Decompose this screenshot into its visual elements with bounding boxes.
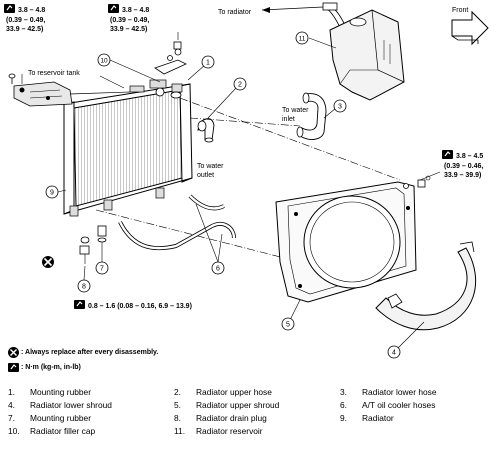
svg-text:3: 3 xyxy=(338,104,342,111)
list-item: 5.Radiator upper shroud xyxy=(174,400,280,410)
callout-1: 1 xyxy=(201,55,215,69)
torque-spec-left: 3.8 – 4.8 (0.39 – 0.49, 33.9 – 42.5) xyxy=(4,4,45,33)
radiator xyxy=(63,79,193,217)
list-item: 8.Radiator drain plug xyxy=(174,413,267,423)
list-item: 1.Mounting rubber xyxy=(8,387,91,397)
label-front: Front xyxy=(452,7,468,14)
torque-spec-bottom: 0.8 – 1.6 (0.08 – 0.16, 6.9 – 13.9) xyxy=(74,300,192,310)
list-item: 3.Radiator lower hose xyxy=(340,387,437,397)
label-to-water-outlet-2: outlet xyxy=(197,172,214,179)
label-to-water-inlet-1: To water xyxy=(282,107,309,114)
label-to-reservoir-tank: To reservoir tank xyxy=(28,70,80,77)
svg-text:3.8 – 4.5: 3.8 – 4.5 xyxy=(456,153,483,160)
at-oil-cooler-hoses xyxy=(118,194,236,251)
list-item: 9.Radiator xyxy=(340,413,394,423)
radiator-upper-shroud xyxy=(275,181,417,303)
svg-text:11: 11 xyxy=(299,36,306,43)
svg-text:(0.39 – 0.49,: (0.39 – 0.49, xyxy=(110,17,149,24)
svg-text:4: 4 xyxy=(392,350,396,357)
list-item: 2.Radiator upper hose xyxy=(174,387,272,397)
svg-text:3.8 – 4.8: 3.8 – 4.8 xyxy=(18,7,45,14)
svg-text:9: 9 xyxy=(50,190,54,197)
callout-2: 2 xyxy=(233,77,247,91)
label-to-radiator: To radiator xyxy=(218,9,252,16)
radiator-upper-hose xyxy=(197,118,215,143)
mounting-rubber-lower xyxy=(97,225,107,243)
legend-torque-text: : N·m (kg-m, in-lb) xyxy=(21,364,81,371)
callout-11: 11 xyxy=(295,31,309,45)
callout-3: 3 xyxy=(333,99,347,113)
svg-text:8: 8 xyxy=(82,284,86,291)
parts-list: 1.Mounting rubber 2.Radiator upper hose … xyxy=(8,387,498,436)
svg-text:2: 2 xyxy=(238,82,242,89)
torque-spec-center: 3.8 – 4.8 (0.39 – 0.49, 33.9 – 42.5) xyxy=(108,4,149,33)
callout-4: 4 xyxy=(387,345,401,359)
list-item: 10.Radiator filler cap xyxy=(8,426,96,436)
radiator-reservoir xyxy=(261,2,405,101)
list-item: 7.Mounting rubber xyxy=(8,413,91,423)
list-item: 4.Radiator lower shroud xyxy=(8,400,112,410)
svg-text:0.8 – 1.6 (0.08 – 0.16, 6.9 –: 0.8 – 1.6 (0.08 – 0.16, 6.9 – 13.9) xyxy=(88,303,192,310)
svg-text:33.9 – 42.5): 33.9 – 42.5) xyxy=(6,26,43,33)
svg-text:10: 10 xyxy=(100,58,108,65)
svg-text:33.9 – 39.9): 33.9 – 39.9) xyxy=(444,172,481,179)
torque-wrench-icon xyxy=(8,363,19,372)
shroud-bolt xyxy=(417,175,431,188)
svg-text:33.9 – 42.5): 33.9 – 42.5) xyxy=(110,26,147,33)
label-to-water-outlet-1: To water xyxy=(197,163,224,170)
list-item: 11.Radiator reservoir xyxy=(174,426,263,436)
legend-replace: : Always replace after every disassembly… xyxy=(8,347,158,358)
radiator-lower-hose xyxy=(296,92,327,140)
svg-text:7: 7 xyxy=(100,266,104,273)
torque-spec-right: 3.8 – 4.5 (0.39 – 0.46, 33.9 – 39.9) xyxy=(442,150,483,179)
svg-text:(0.39 – 0.49,: (0.39 – 0.49, xyxy=(6,17,45,24)
legend-torque: : N·m (kg-m, in-lb) xyxy=(8,362,81,373)
svg-text:5: 5 xyxy=(286,322,290,329)
radiator-drain-plug xyxy=(79,236,90,264)
label-to-water-inlet-2: inlet xyxy=(282,116,295,123)
callout-8: 8 xyxy=(77,279,91,293)
svg-text:3.8 – 4.8: 3.8 – 4.8 xyxy=(122,7,149,14)
radiator-lower-shroud xyxy=(375,241,477,331)
callout-7: 7 xyxy=(95,261,109,275)
svg-text:(0.39 – 0.46,: (0.39 – 0.46, xyxy=(444,163,483,170)
callout-5: 5 xyxy=(281,317,295,331)
legend-replace-text: : Always replace after every disassembly… xyxy=(21,349,159,356)
svg-text:1: 1 xyxy=(206,60,210,67)
callout-9: 9 xyxy=(45,185,59,199)
svg-text:6: 6 xyxy=(216,266,220,273)
list-item: 6.A/T oil cooler hoses xyxy=(340,400,436,410)
callout-6: 6 xyxy=(211,261,225,275)
always-replace-icon xyxy=(8,347,19,358)
reservoir-tank-bracket xyxy=(8,73,131,107)
front-arrow-icon xyxy=(451,10,489,46)
upper-bracket xyxy=(154,41,187,99)
always-replace-icon xyxy=(42,256,54,268)
callout-10: 10 xyxy=(97,53,111,67)
